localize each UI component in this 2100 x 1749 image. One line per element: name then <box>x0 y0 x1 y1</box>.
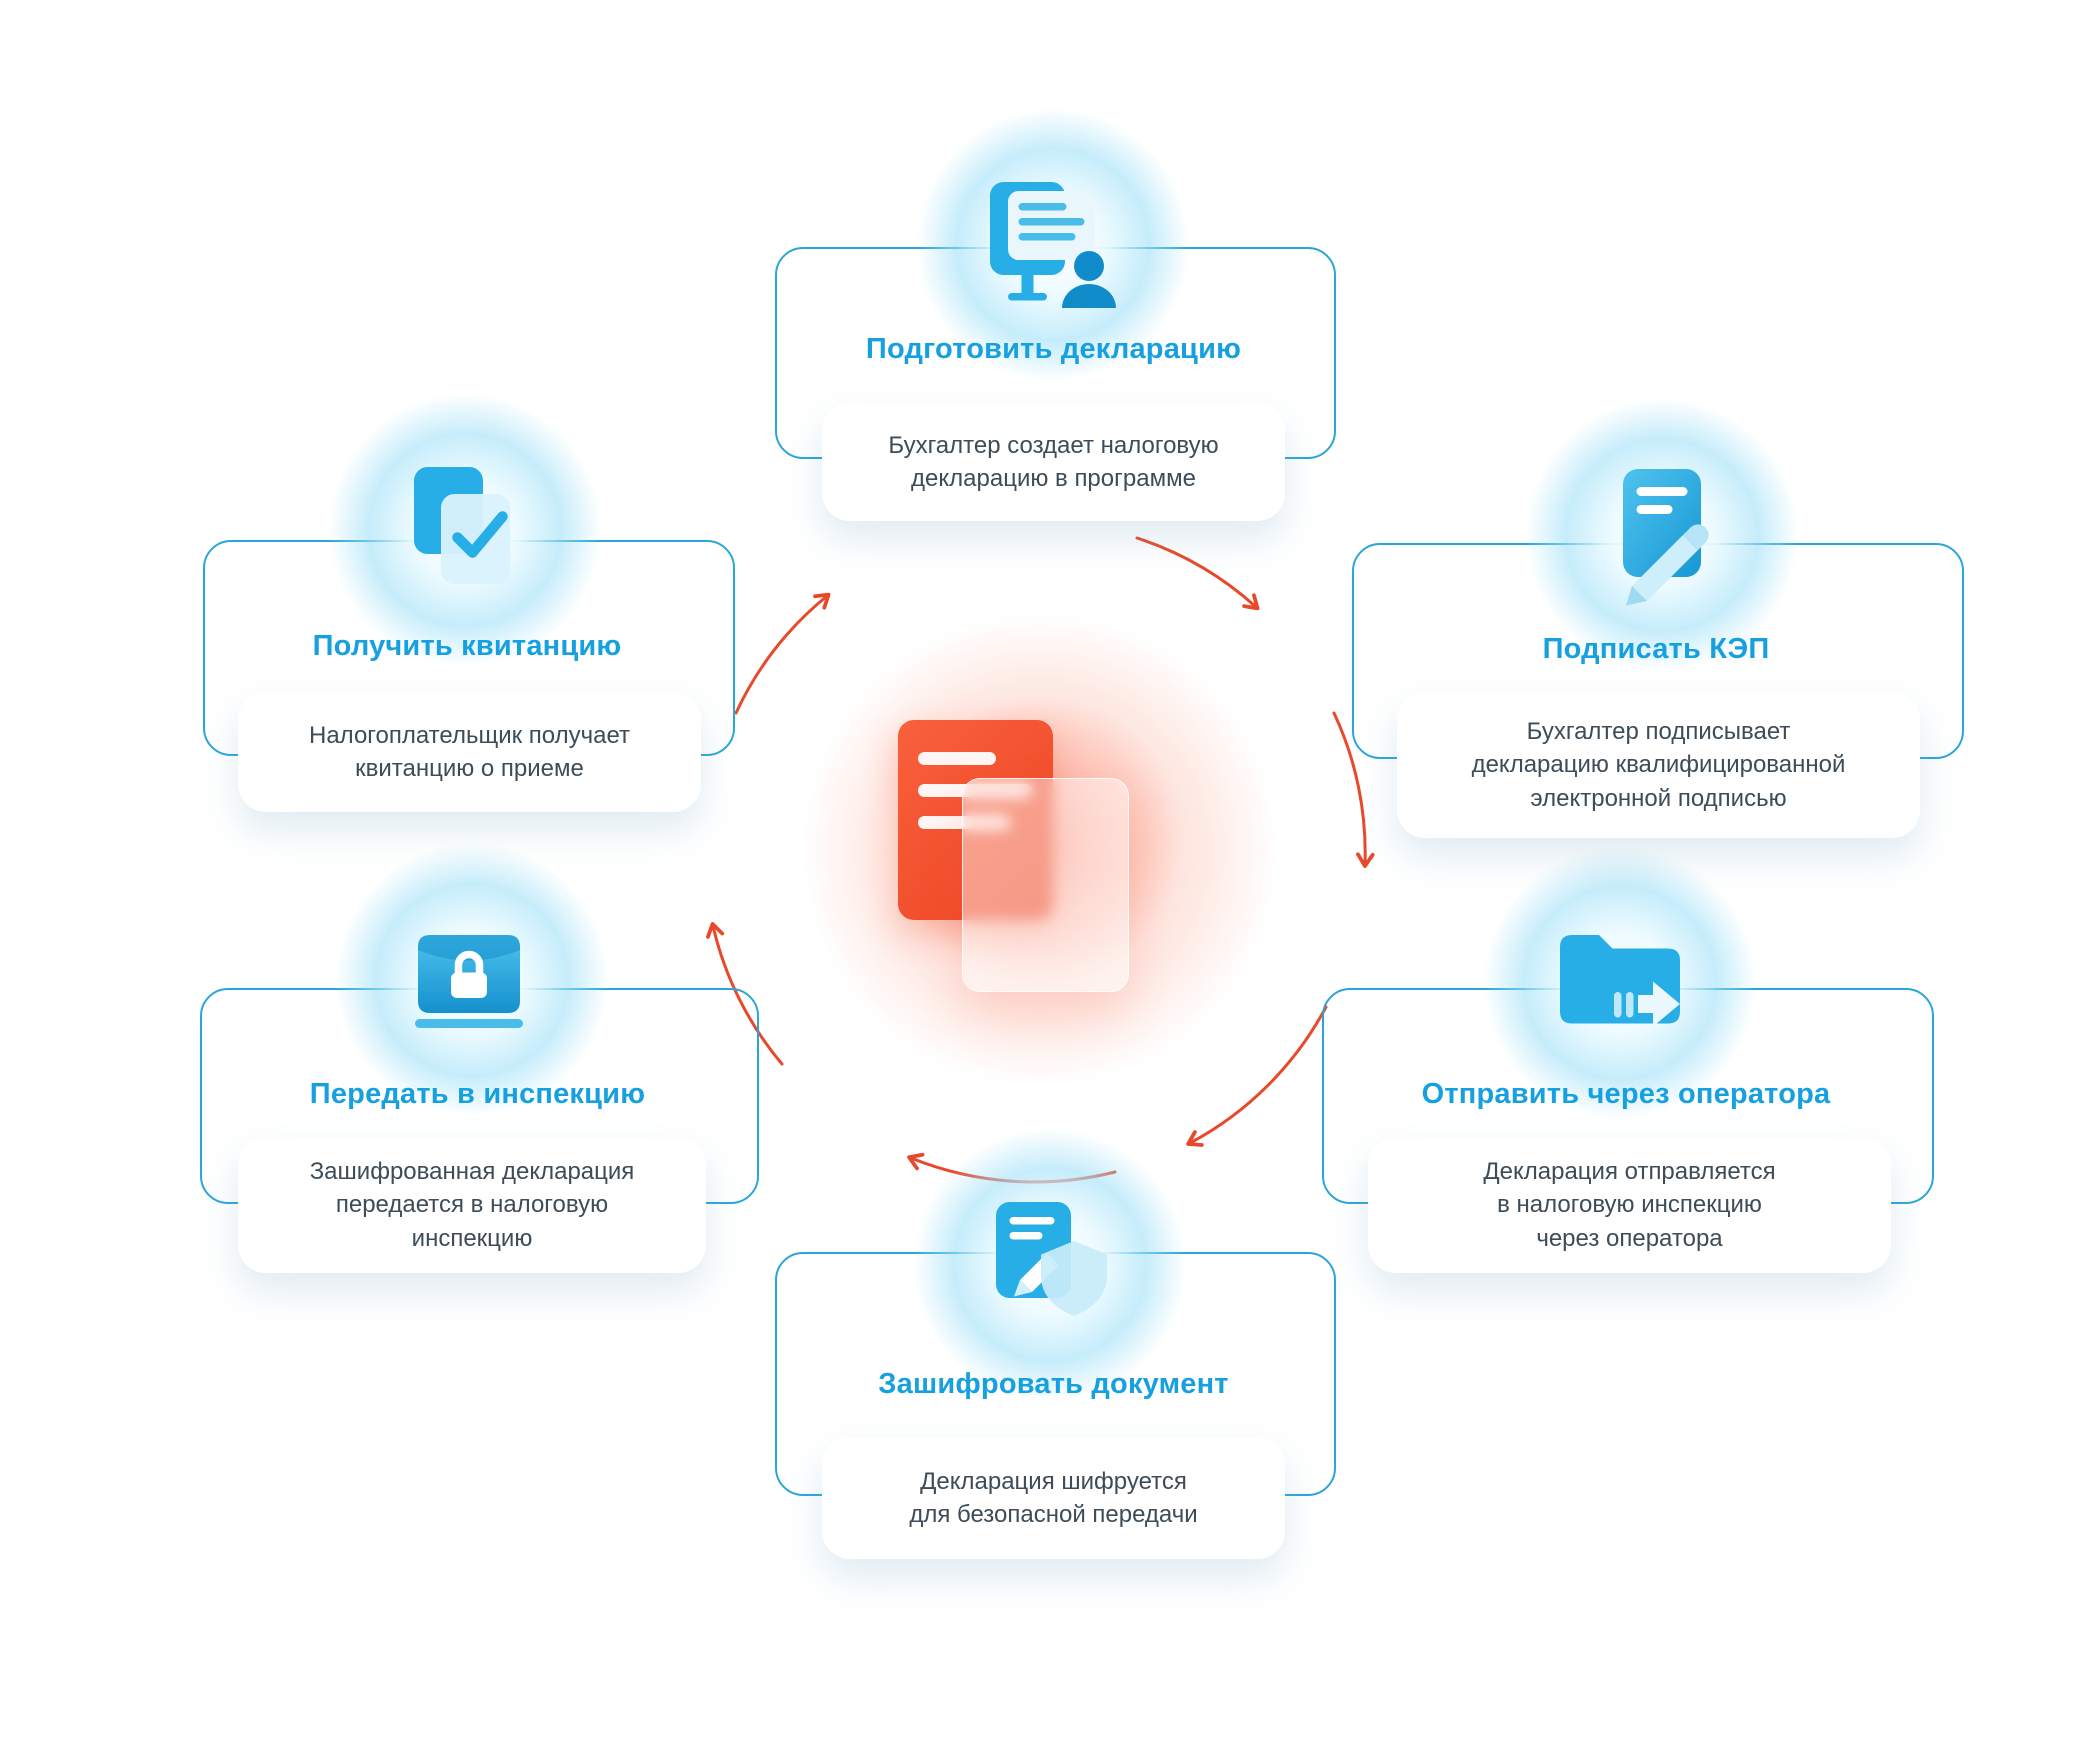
step-description-card: Декларация шифруется для безопасной пере… <box>822 1437 1285 1559</box>
document-check-icon <box>290 355 640 705</box>
step-description-card: Налогоплательщик получает квитанцию о пр… <box>238 692 701 812</box>
step-description: Бухгалтер создает налоговую декларацию в… <box>888 431 1219 492</box>
step-title: Подготовить декларацию <box>865 333 1242 365</box>
step-title: Отправить через оператора <box>1421 1078 1831 1110</box>
step-title: Зашифровать документ <box>878 1368 1229 1400</box>
flow-arrow <box>1135 536 1260 611</box>
flow-arrow <box>1186 1005 1328 1147</box>
step-description-card: Бухгалтер подписывает декларацию квалифи… <box>1397 692 1920 838</box>
step-description-card: Зашифрованная декларация передается в на… <box>238 1137 706 1273</box>
step-description: Налогоплательщик получает квитанцию о пр… <box>308 721 630 782</box>
step-description: Декларация шифруется для безопасной пере… <box>909 1467 1198 1528</box>
glass-overlay-icon <box>962 778 1129 992</box>
flow-arrow <box>734 592 831 715</box>
step-title: Подписать КЭП <box>1542 633 1770 665</box>
note-pencil-shield-icon <box>875 1090 1225 1440</box>
folder-arrow-icon <box>1445 808 1795 1158</box>
step-title: Передать в инспекцию <box>309 1078 646 1110</box>
document-pen-icon <box>1487 360 1837 710</box>
monitor-user-icon <box>878 70 1228 420</box>
step-title: Получить квитанцию <box>312 630 622 662</box>
flow-arrow <box>1332 711 1375 868</box>
document-line <box>918 752 996 765</box>
step-description: Бухгалтер подписывает декларацию квалифи… <box>1471 718 1846 812</box>
step-description-card: Бухгалтер создает налоговую декларацию в… <box>822 403 1285 521</box>
step-description: Декларация отправляется в налоговую инсп… <box>1483 1158 1776 1252</box>
step-description: Зашифрованная декларация передается в на… <box>309 1158 635 1252</box>
center-document <box>898 720 1178 1020</box>
step-description-card: Декларация отправляется в налоговую инсп… <box>1368 1137 1891 1273</box>
locked-box-icon <box>297 805 647 1155</box>
